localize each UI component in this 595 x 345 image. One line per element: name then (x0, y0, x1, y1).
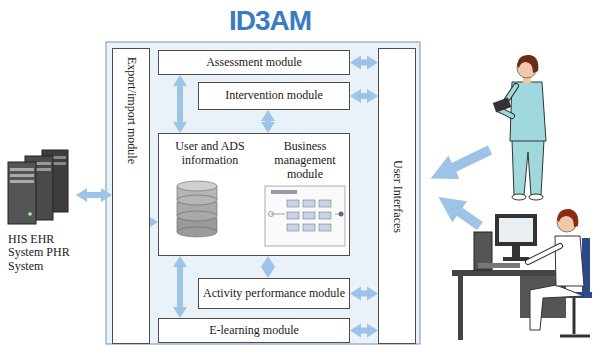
system-label: HIS EHR System PHR System (8, 233, 74, 274)
nurse-figure (493, 55, 546, 200)
arrow-head (173, 307, 187, 318)
module-label: Intervention module (225, 89, 323, 103)
component-label: Business management module (263, 140, 347, 181)
module-label: Export/import module (124, 57, 138, 164)
user-access-arrows (440, 150, 490, 226)
module-box: Activity performance module (198, 278, 350, 309)
module-label: Activity performance module (203, 287, 345, 301)
component-label: User and ADS information (167, 140, 253, 168)
module-box: Intervention module (198, 82, 350, 110)
module-box: E-learning module (158, 318, 350, 343)
arrow-head (350, 324, 361, 338)
core-module-box: User and ADS information Business managem… (158, 133, 350, 256)
side-module-box: Export/import module (112, 48, 150, 344)
arrow-head (101, 188, 112, 202)
server-icon (8, 150, 68, 224)
side-module-box: User Interfaces (378, 48, 416, 344)
module-label: User Interfaces (390, 160, 404, 233)
system-node: HIS EHR System PHR System (2, 148, 76, 276)
arrow-head (261, 256, 275, 267)
module-label: Assessment module (206, 56, 302, 70)
arrow-head (173, 75, 187, 86)
arrow-head (350, 56, 361, 70)
arrow-head (173, 256, 187, 267)
arrow-head (350, 89, 361, 103)
database-icon (177, 181, 217, 237)
arrow-head (367, 89, 378, 103)
arrow-head (173, 122, 187, 133)
arrow-head (350, 287, 361, 301)
system-frame (106, 42, 420, 344)
arrow-head (367, 56, 378, 70)
module-box: Assessment module (158, 50, 350, 75)
data-flow-arrow (177, 83, 183, 125)
process-model-image (265, 186, 345, 246)
data-flow-arrow (177, 264, 183, 310)
arrow-head (261, 122, 275, 133)
logo-title: ID3AM (190, 6, 350, 37)
desk-worker-figure (452, 209, 592, 340)
arrow-head (367, 287, 378, 301)
arrow-head (261, 267, 275, 278)
arrow-head (261, 110, 275, 121)
arrow-head (367, 324, 378, 338)
module-label: E-learning module (209, 324, 299, 338)
arrow-head (76, 188, 87, 202)
